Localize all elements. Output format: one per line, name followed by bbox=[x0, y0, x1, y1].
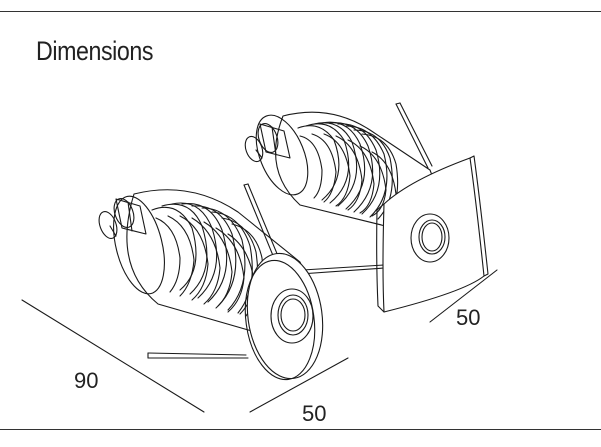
rear-body bbox=[255, 111, 435, 233]
rear-width-dimension-line bbox=[429, 269, 498, 323]
rear-width-label: 50 bbox=[456, 305, 480, 330]
dimension-lines bbox=[21, 269, 498, 413]
front-wire bbox=[243, 184, 275, 259]
front-lead-wire bbox=[147, 352, 247, 356]
front-width-dimension-line bbox=[249, 357, 349, 413]
square-trim-plate bbox=[376, 155, 489, 313]
rear-wire bbox=[395, 103, 429, 169]
length-dimension-line bbox=[21, 299, 205, 413]
front-width-label: 50 bbox=[302, 401, 326, 426]
length-label: 90 bbox=[74, 368, 98, 393]
bottom-divider bbox=[0, 429, 601, 430]
front-cable-gland bbox=[98, 198, 147, 239]
round-trim-light bbox=[98, 183, 324, 381]
page-title: Dimensions bbox=[36, 36, 154, 66]
round-trim-bezel bbox=[244, 252, 324, 381]
square-trim-light bbox=[244, 102, 489, 313]
rear-cable-gland bbox=[244, 123, 291, 163]
top-divider bbox=[0, 11, 601, 12]
